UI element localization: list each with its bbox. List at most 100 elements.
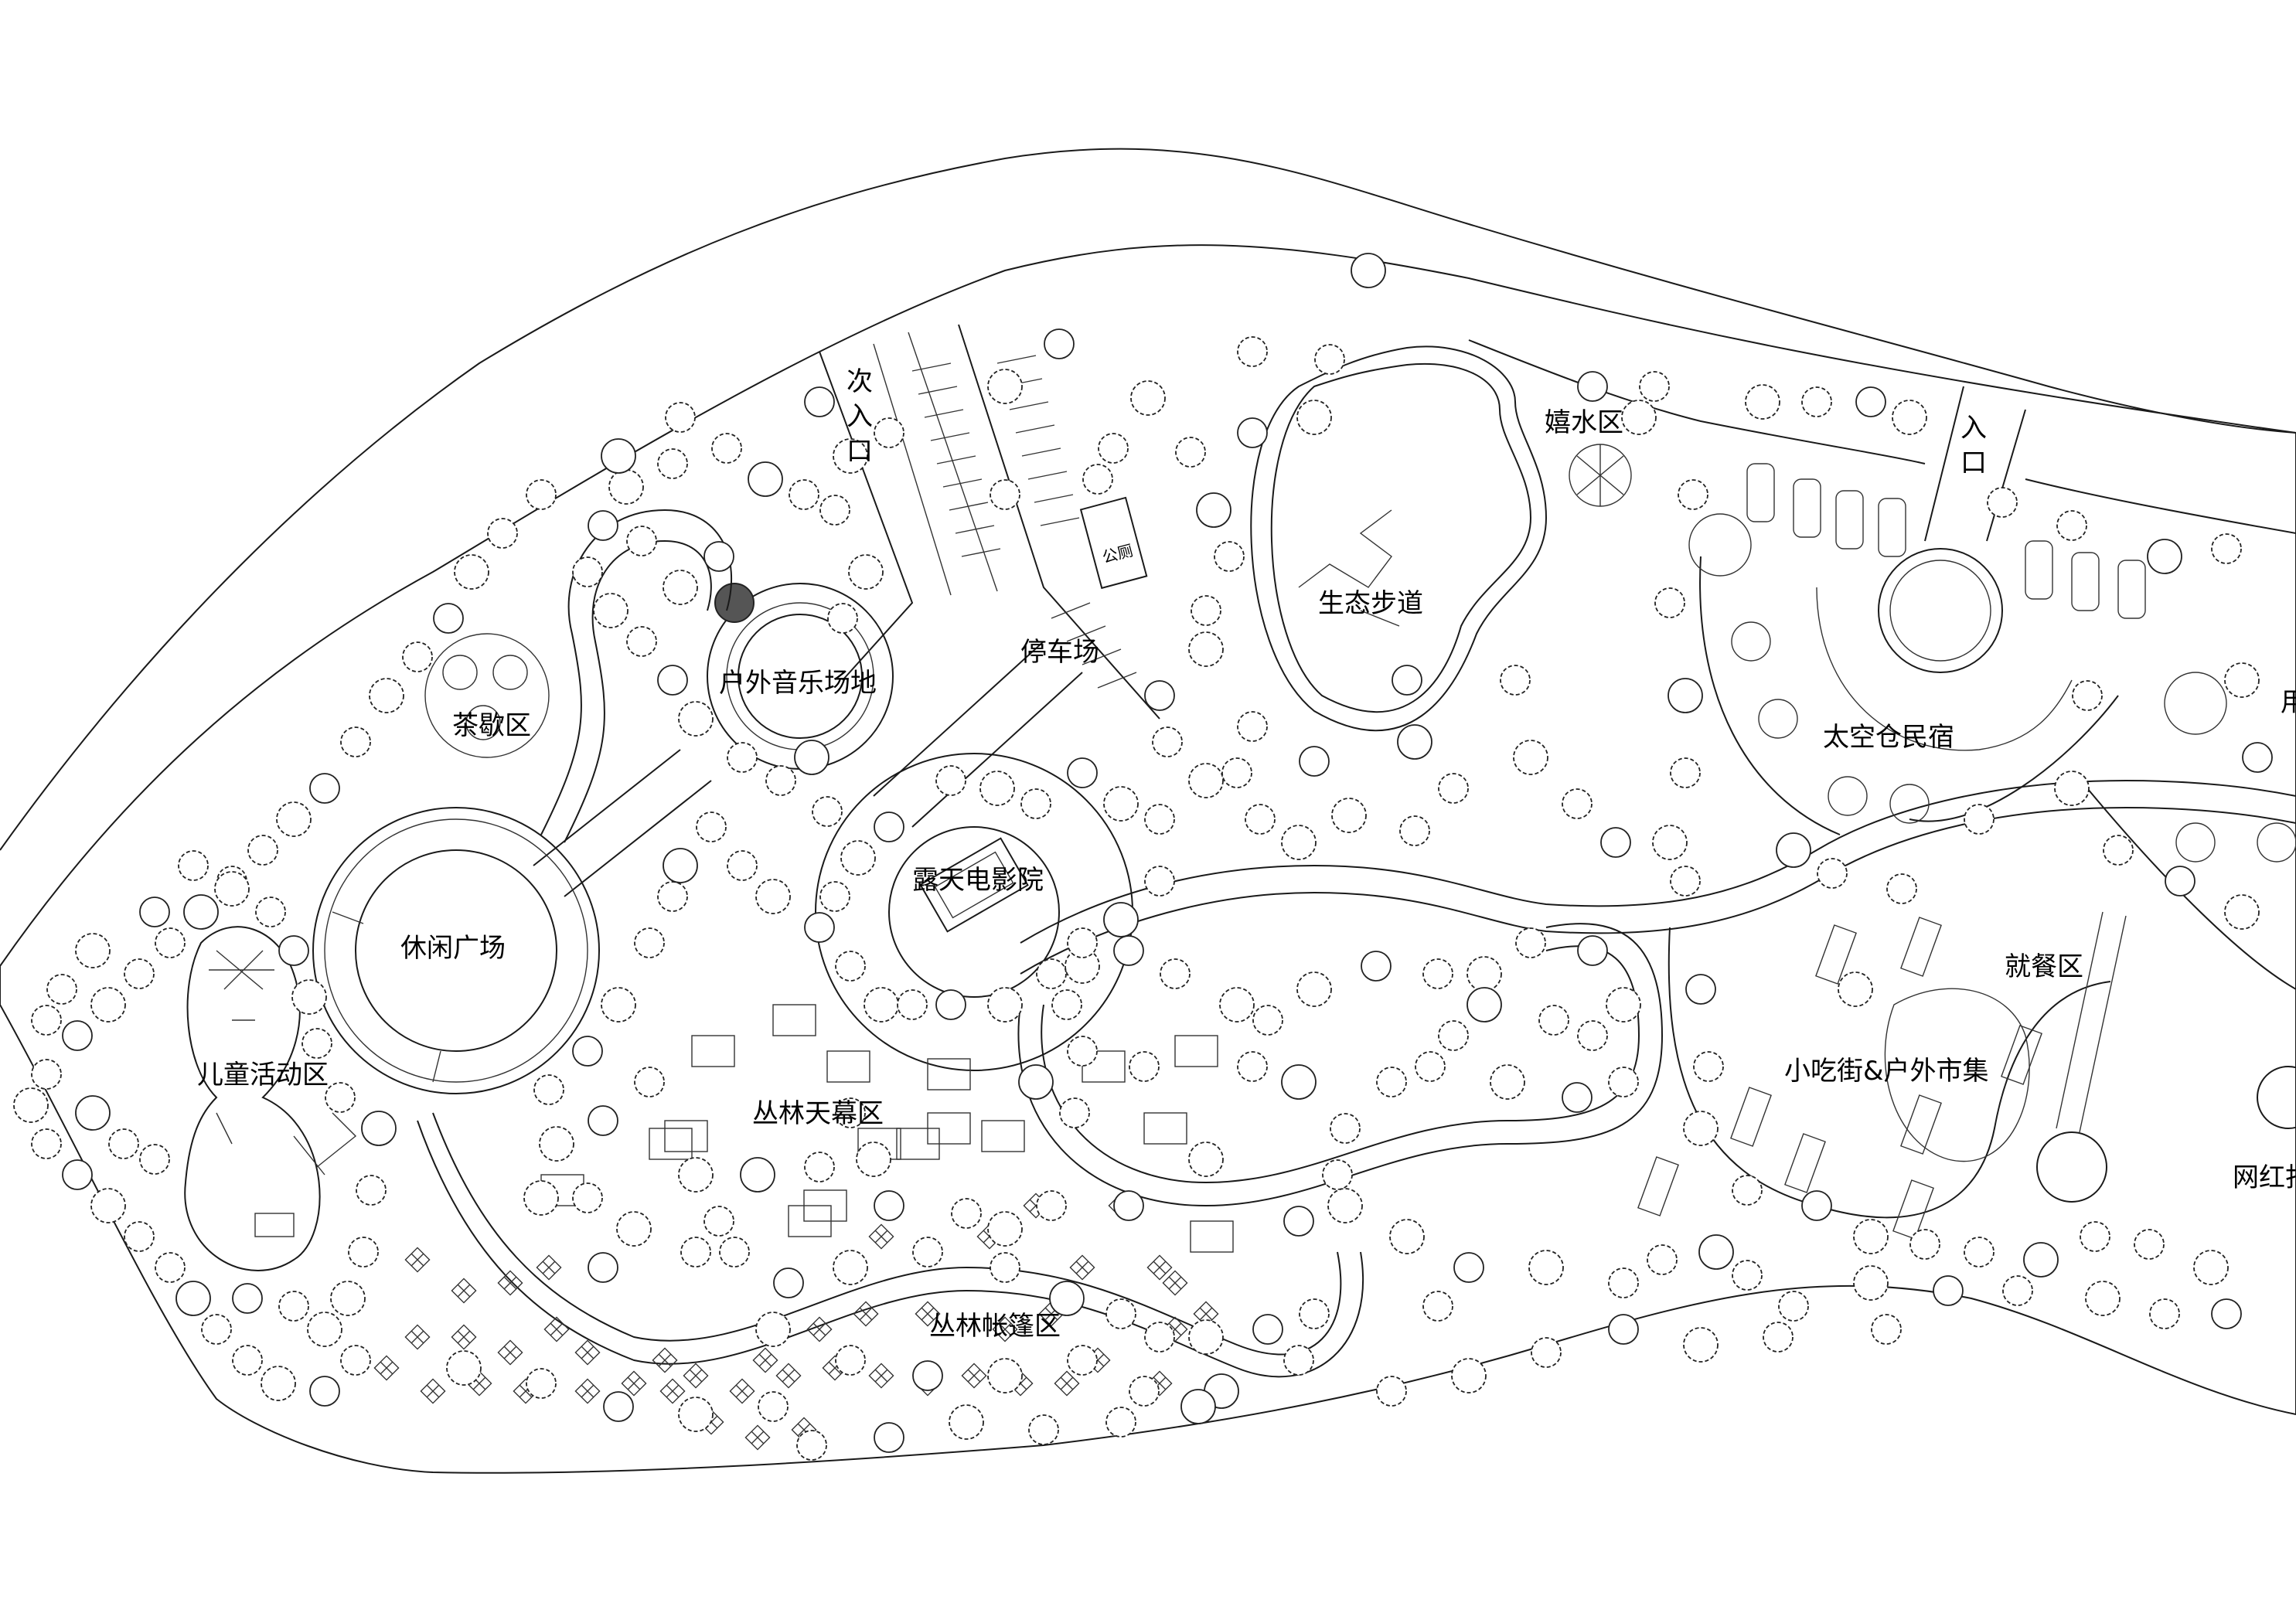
tree (348, 1237, 379, 1267)
tree (446, 1350, 482, 1386)
tree (1683, 1111, 1719, 1146)
tree (833, 1250, 868, 1285)
tent-marker-cross (998, 1322, 1012, 1336)
tree (1667, 678, 1703, 713)
tent-marker-cross (1168, 1276, 1182, 1290)
tree (740, 1157, 775, 1193)
tree (626, 526, 657, 556)
tree (1105, 1407, 1136, 1438)
tree (1020, 788, 1051, 819)
tent-marker-cross (550, 1322, 564, 1336)
tree (572, 556, 603, 587)
tree (1513, 740, 1548, 775)
roundabout (1688, 513, 1752, 577)
tree (1389, 1219, 1425, 1254)
label-eco-trail: 生态步道 (1318, 588, 1423, 619)
upper-road (1468, 339, 2296, 534)
tree (1067, 757, 1098, 788)
tree (75, 933, 111, 968)
east-road (2086, 788, 2296, 990)
tree (62, 1159, 93, 1190)
water-play-star (1576, 444, 1624, 506)
leisure-plaza-mid (324, 818, 588, 1083)
tree (90, 1188, 126, 1223)
tree (1376, 1376, 1407, 1407)
tree (593, 593, 629, 628)
tree (1500, 665, 1531, 696)
tree (755, 1312, 791, 1347)
tree (1693, 1051, 1724, 1082)
tree (2147, 539, 2182, 574)
tree (247, 835, 278, 866)
tree (1113, 1190, 1144, 1221)
tree (255, 897, 286, 927)
tree (835, 1345, 866, 1376)
tree (340, 1345, 371, 1376)
tree (1871, 1314, 1902, 1345)
tree (124, 1221, 155, 1252)
tree (657, 665, 688, 696)
tree (1144, 1322, 1175, 1352)
celebrity-path (2056, 911, 2127, 1133)
tree (1049, 1281, 1085, 1316)
label-children-area: 儿童活动区 (197, 1060, 329, 1091)
tree (1067, 1345, 1098, 1376)
tree (812, 796, 843, 827)
tree (1188, 631, 1224, 667)
tree (678, 701, 714, 737)
label-snack-street: 小吃街&户外市集 (1784, 1056, 1989, 1087)
tree (864, 987, 899, 1022)
tent-marker-cross (380, 1361, 393, 1375)
eco-trail-loop-edge (1270, 362, 1532, 713)
tree (840, 840, 876, 876)
tree (1964, 804, 1995, 835)
tree (1763, 1322, 1794, 1352)
tent-marker-cross (1153, 1261, 1167, 1274)
hotel-hub-outer (1878, 548, 2003, 673)
tree (2054, 771, 2090, 806)
tent-marker-cross (1075, 1261, 1089, 1274)
tent-marker-cross (735, 1384, 749, 1398)
tree (178, 850, 209, 881)
tree (1129, 1376, 1160, 1407)
label-dining-area: 就餐区 (2005, 951, 2083, 982)
tree (755, 879, 791, 914)
tree (680, 1237, 711, 1267)
market-stalls (1637, 917, 2042, 1240)
label-edge-fragment: 用 (2281, 687, 2296, 718)
tree (1577, 371, 1608, 402)
tree (874, 1422, 904, 1453)
tree (214, 871, 250, 907)
tree (1028, 1414, 1059, 1445)
tree (987, 369, 1023, 404)
label-toilet: 公厕 (1100, 541, 1135, 567)
tent-marker-cross (627, 1376, 641, 1390)
tree (526, 479, 557, 510)
tree (139, 897, 170, 927)
tree (634, 927, 665, 958)
leisure-plaza-inner (355, 849, 557, 1052)
tree (1392, 665, 1422, 696)
tree (1067, 1036, 1098, 1067)
tree (758, 1391, 789, 1422)
tree (626, 626, 657, 657)
tree (1361, 951, 1392, 982)
tree (1438, 773, 1469, 804)
tree (155, 1252, 186, 1283)
tree (533, 1074, 564, 1105)
road-music-plaza (533, 749, 712, 897)
tree (2072, 680, 2103, 711)
tree (1577, 935, 1608, 966)
tree (108, 1128, 139, 1159)
tree (1639, 371, 1670, 402)
tree (1608, 1314, 1639, 1345)
tree (912, 1360, 943, 1391)
tree (987, 1211, 1023, 1247)
tree (1467, 956, 1502, 992)
tree (291, 979, 327, 1015)
tree (1191, 595, 1221, 626)
tree (523, 1180, 559, 1216)
tree (856, 1142, 891, 1177)
tree (1987, 487, 2018, 518)
cinema-inner (888, 826, 1060, 998)
